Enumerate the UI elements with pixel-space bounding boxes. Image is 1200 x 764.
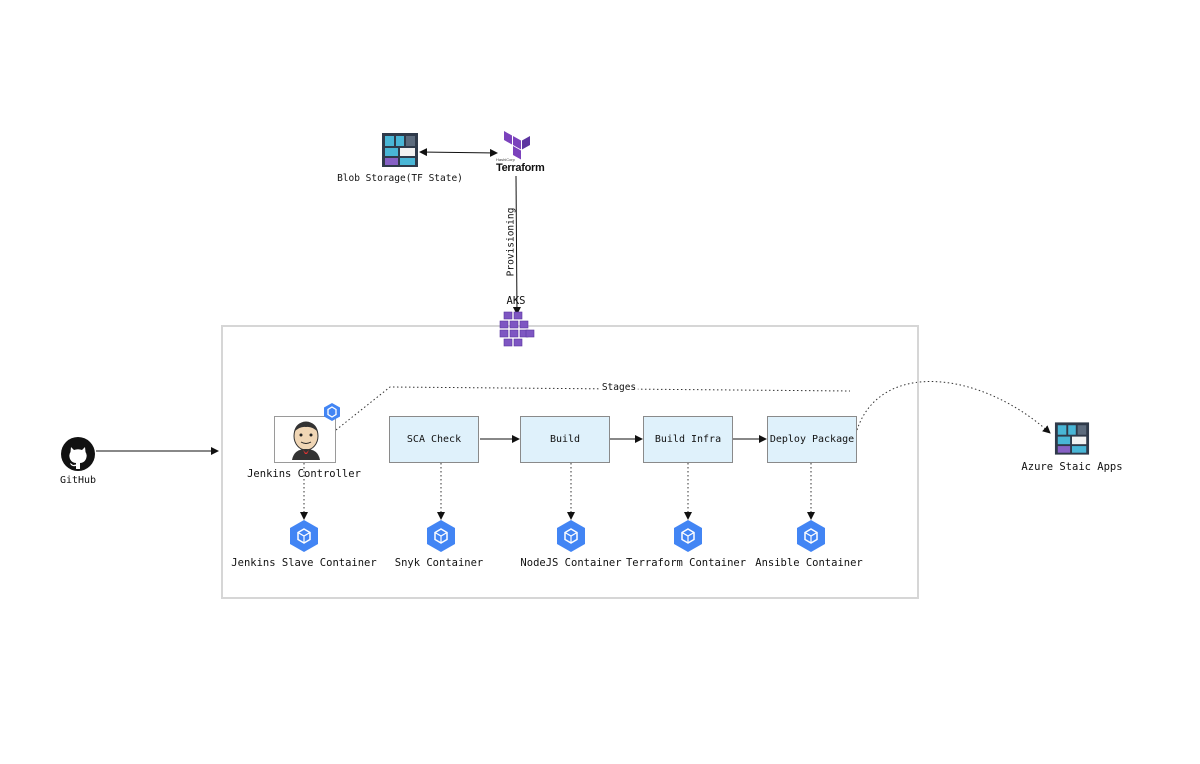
github-icon xyxy=(61,437,95,471)
container-label-snyk: Snyk Container xyxy=(394,557,484,569)
blob-terraform-arrow xyxy=(419,148,498,157)
stage-build[interactable]: Build xyxy=(520,416,610,463)
terraform-icon xyxy=(504,131,530,160)
container-hex-icon xyxy=(797,520,825,552)
container-label-jenkins-slave: Jenkins Slave Container xyxy=(231,557,377,569)
jenkins-badge-hex-icon xyxy=(324,403,340,421)
container-hex-icon xyxy=(290,520,318,552)
storage-icon xyxy=(382,133,418,167)
azure-static-apps-icon xyxy=(1054,422,1090,455)
aks-label: AKS xyxy=(506,295,526,307)
blob-storage-label: Blob Storage(TF State) xyxy=(337,173,463,184)
container-label-ansible: Ansible Container xyxy=(755,557,863,569)
hashicorp-label: HashiCorp xyxy=(496,157,515,162)
stage-sca-check[interactable]: SCA Check xyxy=(389,416,479,463)
jenkins-controller-box[interactable] xyxy=(274,416,336,463)
stages-label: Stages xyxy=(599,382,639,393)
container-hex-icon xyxy=(674,520,702,552)
provisioning-arrow xyxy=(512,175,521,315)
aks-cluster-boundary xyxy=(221,325,919,599)
terraform-label: Terraform xyxy=(496,162,545,174)
jenkins-controller-label: Jenkins Controller xyxy=(247,468,361,480)
deploy-azure-arrow xyxy=(856,381,1051,434)
container-hex-icon xyxy=(557,520,585,552)
stage-deploy-package[interactable]: Deploy Package xyxy=(767,416,857,463)
azure-static-apps-label: Azure Staic Apps xyxy=(1021,461,1123,473)
provisioning-label: Provisioning xyxy=(505,207,517,277)
container-label-terraform: Terraform Container xyxy=(625,557,747,569)
github-label: GitHub xyxy=(59,475,97,486)
container-hex-icon xyxy=(427,520,455,552)
container-label-nodejs: NodeJS Container xyxy=(520,557,622,569)
jenkins-icon xyxy=(292,421,320,460)
stages-bracket xyxy=(335,386,851,431)
aks-icon xyxy=(499,311,535,347)
stage-build-infra[interactable]: Build Infra xyxy=(643,416,733,463)
